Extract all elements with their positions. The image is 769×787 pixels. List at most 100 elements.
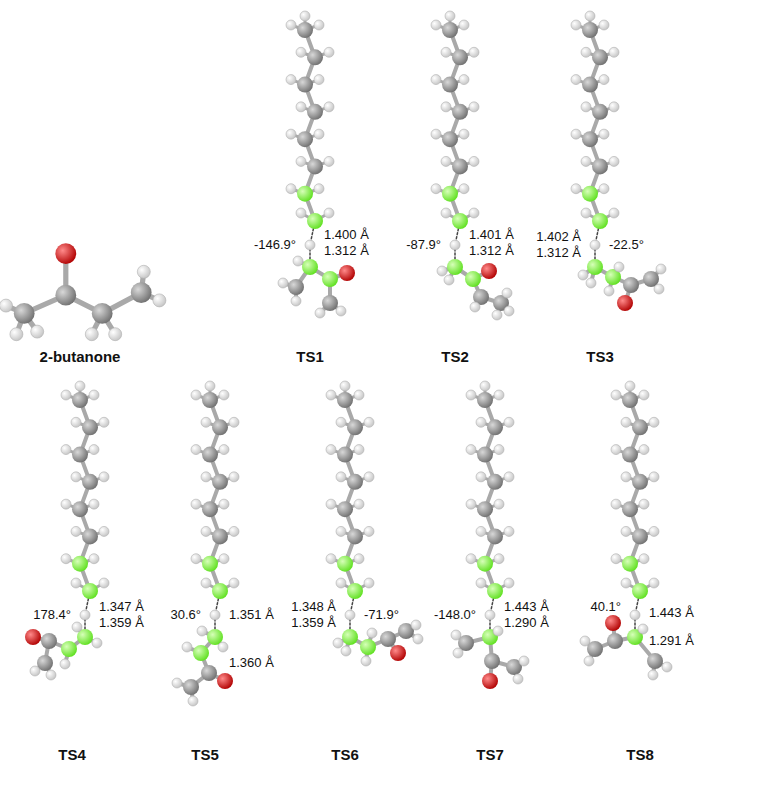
atom-ball — [307, 104, 323, 120]
atom-ball — [592, 158, 608, 174]
structure-name: TS8 — [626, 746, 654, 764]
measurement-label: 1.312 Å — [536, 245, 581, 260]
atom-ball — [442, 131, 458, 147]
atom-ball — [109, 328, 122, 341]
atom-ball — [609, 208, 619, 218]
atom-ball — [453, 648, 463, 658]
atom-ball — [75, 381, 85, 391]
atom-ball — [46, 670, 56, 680]
atom-ball — [465, 271, 481, 287]
atom-ball — [210, 610, 220, 620]
atom-ball — [296, 156, 306, 166]
atom-ball — [411, 620, 421, 630]
atom-ball — [314, 75, 324, 85]
atom-ball — [592, 104, 608, 120]
atom-ball — [322, 271, 338, 287]
atom-ball — [470, 302, 480, 312]
atom-ball — [297, 77, 313, 93]
atom-ball — [197, 626, 207, 636]
atom-ball — [654, 284, 664, 294]
atom-ball — [459, 184, 469, 194]
atom-ball — [592, 213, 608, 229]
atom-ball — [452, 158, 468, 174]
atom-ball — [451, 630, 461, 640]
atom-ball — [476, 578, 486, 588]
atom-ball — [307, 213, 323, 229]
atom-ball — [504, 526, 514, 536]
atom-ball — [639, 445, 649, 455]
atom-ball — [656, 264, 666, 274]
atom-ball — [296, 47, 306, 57]
atom-ball — [85, 328, 98, 341]
atom-ball — [337, 556, 353, 572]
atom-ball — [571, 20, 581, 30]
atom-ball — [487, 528, 503, 544]
atom-ball — [72, 622, 82, 632]
atom-ball — [72, 447, 88, 463]
atom-ball — [586, 278, 596, 288]
atom-ball — [305, 240, 315, 250]
atom-ball — [581, 208, 591, 218]
atom-ball — [504, 472, 514, 482]
atom-ball — [617, 295, 633, 311]
atom-ball — [494, 499, 504, 509]
atom-ball — [201, 578, 211, 588]
atom-ball — [447, 259, 463, 275]
atom-ball — [639, 499, 649, 509]
atom-ball — [476, 526, 486, 536]
atom-ball — [354, 554, 364, 564]
atom-ball — [584, 656, 594, 666]
structure-name: TS4 — [58, 746, 86, 764]
atom-ball — [581, 156, 591, 166]
atom-ball — [504, 578, 514, 588]
atom-ball — [582, 22, 598, 38]
atom-ball — [452, 213, 468, 229]
atom-ball — [41, 633, 57, 649]
atom-ball — [587, 259, 603, 275]
atom-ball — [336, 578, 346, 588]
atom-ball — [30, 666, 40, 676]
atom-ball — [61, 445, 71, 455]
atom-ball — [31, 325, 44, 338]
atom-ball — [89, 445, 99, 455]
atom-ball — [202, 447, 218, 463]
atom-ball — [571, 129, 581, 139]
atom-ball — [466, 390, 476, 400]
measurement-label: 1.360 Å — [229, 655, 274, 670]
atom-ball — [89, 390, 99, 400]
atom-ball — [212, 528, 228, 544]
atom-ball — [607, 633, 623, 649]
atom-ball — [337, 447, 353, 463]
atom-ball — [229, 578, 239, 588]
atom-ball — [217, 673, 233, 689]
atom-ball — [336, 472, 346, 482]
structure-name: 2-butanone — [40, 348, 121, 366]
atom-ball — [459, 75, 469, 85]
atom-ball — [614, 262, 624, 272]
atom-ball — [72, 392, 88, 408]
atom-ball — [286, 129, 296, 139]
atom-ball — [494, 390, 504, 400]
measurement-label: 1.312 Å — [324, 243, 369, 258]
atom-ball — [291, 296, 301, 306]
atom-ball — [582, 77, 598, 93]
measurement-label: -148.0° — [434, 607, 476, 622]
measurement-label: 40.1° — [590, 599, 621, 614]
atom-ball — [315, 308, 325, 318]
atom-ball — [649, 578, 659, 588]
atom-ball — [648, 670, 658, 680]
atom-ball — [354, 390, 364, 400]
atom-ball — [459, 20, 469, 30]
atom-ball — [504, 417, 514, 427]
atom-ball — [82, 474, 98, 490]
atom-ball — [361, 656, 371, 666]
atom-ball — [487, 474, 503, 490]
atom-ball — [326, 390, 336, 400]
atom-ball — [581, 47, 591, 57]
atom-ball — [212, 419, 228, 435]
atom-ball — [229, 526, 239, 536]
atom-ball — [337, 392, 353, 408]
atom-ball — [345, 610, 355, 620]
atom-ball — [324, 102, 334, 112]
